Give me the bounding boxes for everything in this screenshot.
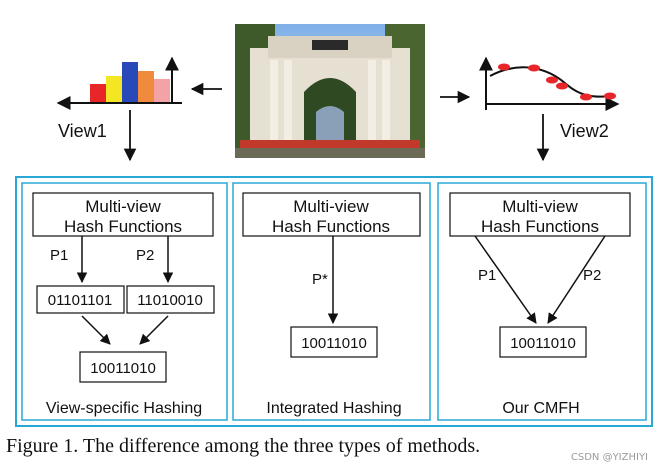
hash-box-line2: Hash Functions xyxy=(272,217,390,236)
panel-caption: Integrated Hashing xyxy=(266,400,401,417)
view2-label: View2 xyxy=(560,121,609,141)
hash-box-line1: Multi-view xyxy=(502,197,578,216)
watermark: CSDN @YIZHIYI xyxy=(571,452,648,463)
hash-box-line2: Hash Functions xyxy=(64,217,182,236)
final-code-text: 10011010 xyxy=(510,335,576,352)
panel-caption: Our CMFH xyxy=(502,400,579,417)
histogram-bar xyxy=(122,62,138,102)
projection-label-p1: P1 xyxy=(478,267,496,284)
projection-label-p1: P1 xyxy=(50,247,68,264)
curve-dot xyxy=(546,76,558,84)
panel-caption: View-specific Hashing xyxy=(46,400,202,417)
gate-photo xyxy=(235,24,425,158)
outer-panel xyxy=(15,176,653,427)
final-code-box xyxy=(79,351,167,383)
panel-cmfh: Multi-view Hash Functions P1 P2 10011010… xyxy=(437,182,647,421)
figure-caption: Figure 1. The difference among the three… xyxy=(6,435,480,457)
projection-label-p-star: P* xyxy=(312,271,328,288)
projection-label-p2: P2 xyxy=(136,247,154,264)
hash-box-line2: Hash Functions xyxy=(481,217,599,236)
arrow-p1 xyxy=(474,235,537,324)
histogram-bar xyxy=(90,84,106,102)
code-box-view1 xyxy=(36,285,125,314)
curve-dot xyxy=(604,92,616,100)
curve-dot xyxy=(580,93,592,101)
curve-dot xyxy=(498,63,510,71)
arrow-merge-left xyxy=(81,315,111,345)
code-text-view1: 01101101 xyxy=(48,292,113,309)
view1-label: View1 xyxy=(58,121,107,141)
final-code-box xyxy=(290,326,378,358)
hash-functions-box xyxy=(449,192,631,237)
histogram-bar xyxy=(154,79,170,102)
hash-box-line1: Multi-view xyxy=(293,197,369,216)
hash-box-line1: Multi-view xyxy=(85,197,161,216)
arrow-merge-right xyxy=(139,315,169,345)
panel-view-specific: Multi-view Hash Functions P1 P2 01101101… xyxy=(21,182,228,421)
curve-dot xyxy=(528,64,540,72)
histogram-icon xyxy=(56,56,182,110)
curve-plot-icon xyxy=(479,56,620,111)
panel-integrated: Multi-view Hash Functions P* 10011010 In… xyxy=(232,182,431,421)
final-code-text: 10011010 xyxy=(301,335,367,352)
histogram-bar xyxy=(106,76,122,102)
final-code-text: 10011010 xyxy=(90,360,156,377)
histogram-bar xyxy=(138,71,154,102)
code-box-view2 xyxy=(126,285,215,314)
curve-dot xyxy=(556,82,568,90)
hash-functions-box xyxy=(242,192,421,237)
final-code-box xyxy=(499,326,587,358)
code-text-view2: 11010010 xyxy=(137,292,203,309)
arrow-p2 xyxy=(547,235,606,324)
projection-label-p2: P2 xyxy=(583,267,601,284)
hash-functions-box xyxy=(32,192,214,237)
